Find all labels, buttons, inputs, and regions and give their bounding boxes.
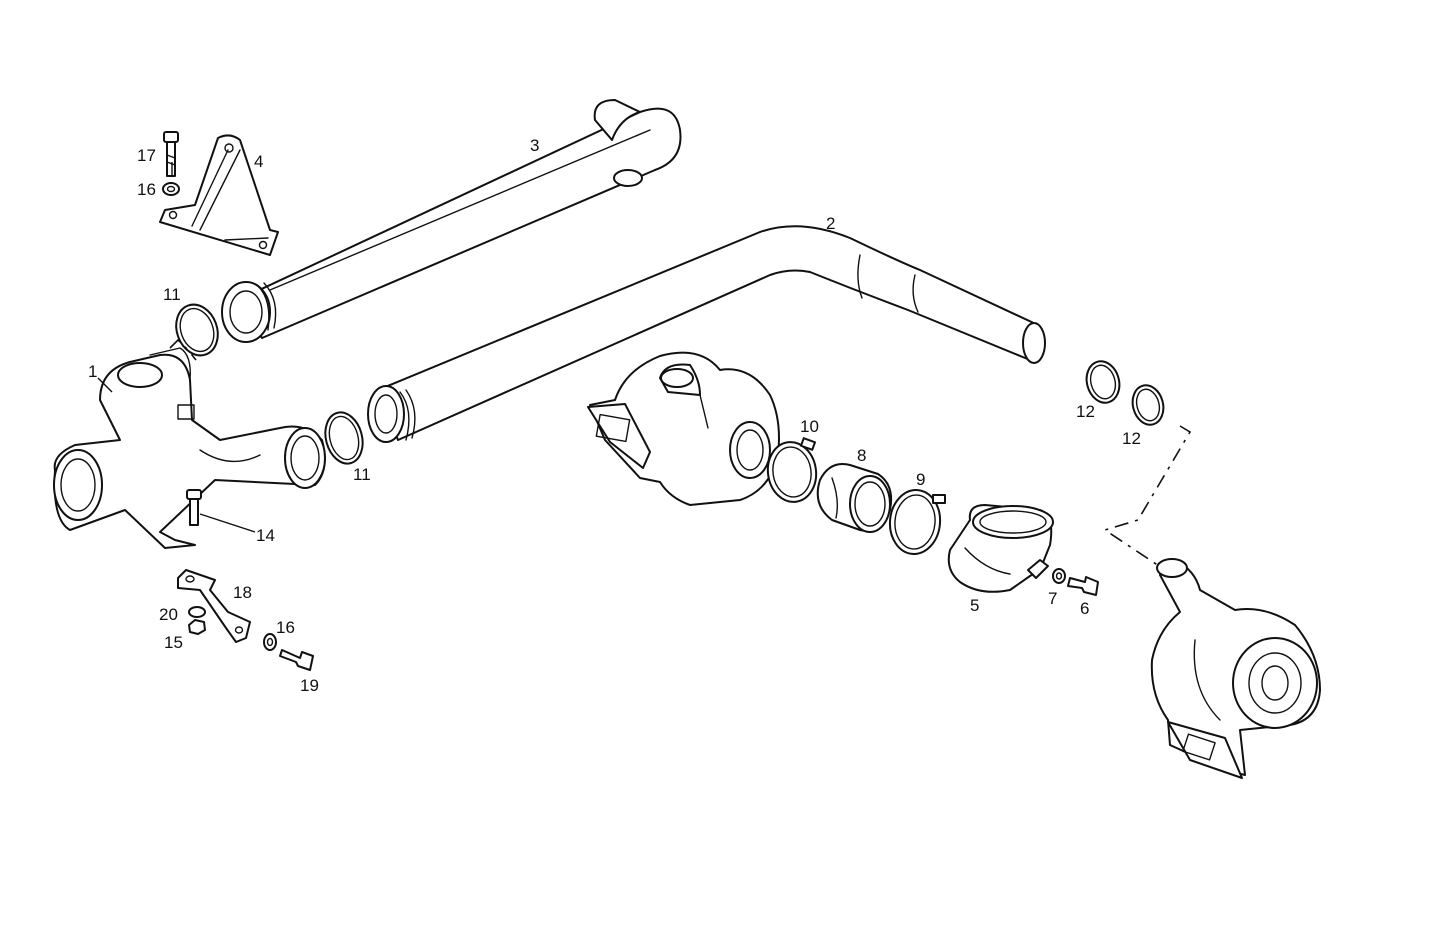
assembly-line-ring-11: [169, 338, 197, 361]
bolt-part-19: [279, 649, 314, 671]
callout-11-upper: 11: [163, 285, 181, 304]
elbow-part-5: [947, 504, 1054, 593]
manifold-part-1: [53, 347, 326, 549]
bracket-part-4: [159, 134, 279, 256]
callout-18: 18: [233, 583, 252, 602]
assembly-line-ring-12: [1103, 425, 1192, 571]
bolt-part-14: [186, 489, 202, 526]
callout-12-left: 12: [1076, 402, 1095, 421]
bolt-part-17: [163, 131, 179, 177]
callout-6: 6: [1080, 599, 1089, 618]
leader-lines: [97, 162, 256, 533]
seal-ring-part-11-lower: [324, 411, 364, 465]
strap-part-18: [177, 569, 251, 643]
callout-labels: 1 2 3 4 5 6 7 8 9 10 11 11 12 12 14 15 1…: [88, 136, 1141, 695]
ring-part-12-right: [1131, 384, 1165, 426]
washer-part-7: [1052, 568, 1066, 584]
callout-16-lower: 16: [276, 618, 295, 637]
clamp-part-9: [888, 489, 946, 555]
callout-1: 1: [88, 362, 97, 381]
callout-11-lower: 11: [353, 465, 371, 484]
pipe-part-3: [221, 99, 682, 343]
callout-15: 15: [164, 633, 183, 652]
callout-2: 2: [826, 214, 835, 233]
ring-part-12-left: [1085, 360, 1121, 404]
callout-10: 10: [800, 417, 819, 436]
callout-9: 9: [916, 470, 925, 489]
callout-3: 3: [530, 136, 539, 155]
callout-16-upper: 16: [137, 180, 156, 199]
callout-19: 19: [300, 676, 319, 695]
callout-17: 17: [137, 146, 156, 165]
callout-8: 8: [857, 446, 866, 465]
callout-20: 20: [159, 605, 178, 624]
turbocharger-middle: [587, 351, 780, 506]
sleeve-part-8: [816, 463, 893, 533]
callout-7: 7: [1048, 589, 1057, 608]
pipe-part-2: [367, 225, 1046, 443]
bolt-part-6: [1067, 576, 1099, 596]
callout-4: 4: [254, 152, 263, 171]
callout-14: 14: [256, 526, 275, 545]
washer-part-20: [188, 606, 206, 618]
washer-part-16-lower: [263, 633, 277, 651]
nut-part-15: [188, 619, 206, 635]
callout-5: 5: [970, 596, 979, 615]
callout-12-right: 12: [1122, 429, 1141, 448]
washer-part-16-upper: [162, 182, 180, 196]
seal-ring-part-11-upper: [175, 303, 219, 357]
clamp-part-10: [766, 437, 818, 503]
turbocharger-right: [1150, 558, 1321, 779]
